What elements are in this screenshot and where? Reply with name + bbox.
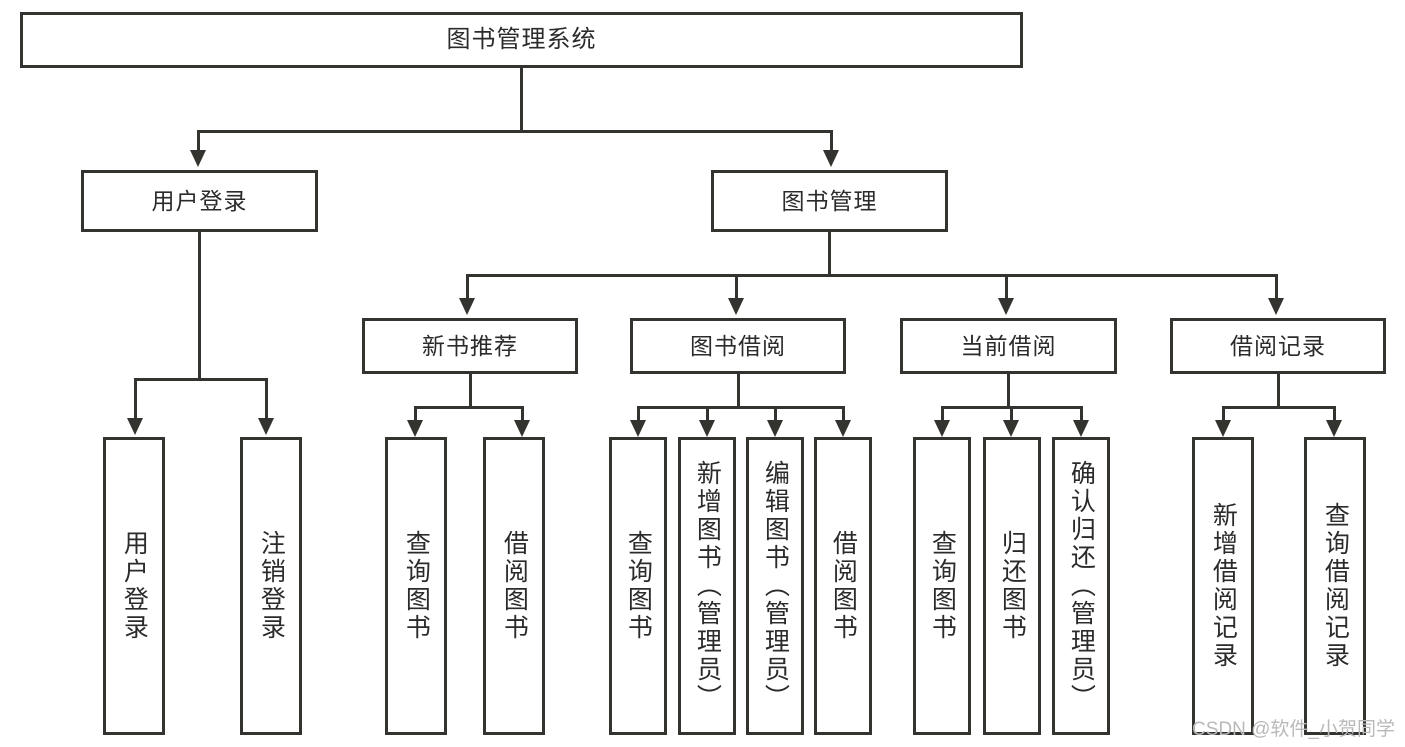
connector-new-book-bar: [414, 406, 524, 409]
connector-drop-leaf: [941, 406, 944, 422]
node-label: 借阅图书: [500, 530, 529, 642]
arrow-down-icon: [1215, 420, 1231, 437]
connector-book-borrow-stem: [737, 374, 740, 408]
arrow-down-icon: [998, 298, 1014, 315]
connector-drop-current-borrow: [1005, 274, 1008, 300]
connector-drop-user-login: [197, 130, 200, 152]
arrow-down-icon: [407, 420, 423, 437]
node-current-borrow[interactable]: 当前借阅: [900, 318, 1117, 374]
node-book-borrow[interactable]: 图书借阅: [630, 318, 846, 374]
node-label: 图书管理系统: [446, 26, 597, 54]
node-label: 查询图书: [928, 530, 957, 642]
connector-borrow-record-bar: [1222, 406, 1336, 409]
leaf-user-login[interactable]: 用户登录: [103, 437, 165, 735]
connector-drop-leaf: [842, 406, 845, 422]
arrow-down-icon: [699, 420, 715, 437]
leaf-borrow-book-recommend[interactable]: 借阅图书: [483, 437, 545, 735]
connector-borrow-record-stem: [1277, 374, 1280, 408]
node-label: 当前借阅: [960, 332, 1057, 359]
leaf-query-book-current[interactable]: 查询图书: [913, 437, 971, 735]
leaf-query-book-borrow[interactable]: 查询图书: [609, 437, 667, 735]
node-user-login[interactable]: 用户登录: [81, 170, 318, 232]
leaf-edit-book-admin[interactable]: 编辑图书（管理员）: [746, 437, 804, 735]
connector-user-login-bar: [134, 378, 268, 381]
arrow-down-icon: [258, 418, 274, 435]
node-label: 归还图书: [998, 530, 1027, 642]
node-label: 借阅记录: [1230, 332, 1326, 359]
connector-drop-leaf: [1222, 406, 1225, 422]
connector-drop-leaf: [1010, 406, 1013, 422]
connector-drop-new-book: [466, 274, 469, 300]
arrow-down-icon: [127, 418, 143, 435]
connector-drop-leaf: [414, 406, 417, 422]
node-label: 新增借阅记录: [1209, 502, 1238, 670]
node-label: 注销登录: [257, 530, 286, 642]
node-label: 图书借阅: [690, 332, 786, 359]
node-label: 查询图书: [624, 530, 653, 642]
arrow-down-icon: [514, 420, 530, 437]
node-label: 新增图书（管理员）: [693, 460, 722, 712]
connector-book-management-stem: [828, 232, 831, 274]
arrow-down-icon: [190, 150, 206, 167]
node-root-book-management-system[interactable]: 图书管理系统: [20, 12, 1023, 68]
arrow-down-icon: [630, 420, 646, 437]
node-label: 用户登录: [120, 530, 149, 642]
connector-user-login-stem: [198, 232, 201, 378]
connector-root-bar: [197, 130, 833, 133]
node-label: 编辑图书（管理员）: [761, 460, 790, 712]
connector-level3-bar: [466, 274, 1278, 277]
connector-drop-leaf: [1333, 406, 1336, 422]
node-label: 借阅图书: [829, 530, 858, 642]
connector-root-stem: [520, 68, 523, 130]
arrow-down-icon: [767, 420, 783, 437]
arrow-down-icon: [835, 420, 851, 437]
leaf-return-book[interactable]: 归还图书: [983, 437, 1041, 735]
arrow-down-icon: [459, 298, 475, 315]
connector-drop-leaf: [521, 406, 524, 422]
arrow-down-icon: [1073, 420, 1089, 437]
leaf-query-book-recommend[interactable]: 查询图书: [385, 437, 447, 735]
node-borrow-record[interactable]: 借阅记录: [1170, 318, 1386, 374]
leaf-logout[interactable]: 注销登录: [240, 437, 302, 735]
arrow-down-icon: [1003, 420, 1019, 437]
connector-drop-leaf: [706, 406, 709, 422]
node-book-management[interactable]: 图书管理: [711, 170, 948, 232]
connector-drop-leaf: [637, 406, 640, 422]
node-label: 查询借阅记录: [1321, 502, 1350, 670]
arrow-down-icon: [728, 298, 744, 315]
arrow-down-icon: [934, 420, 950, 437]
connector-drop-leaf: [774, 406, 777, 422]
node-label: 查询图书: [402, 530, 431, 642]
leaf-add-book-admin[interactable]: 新增图书（管理员）: [678, 437, 736, 735]
connector-drop-book-management: [830, 130, 833, 152]
node-label: 图书管理: [781, 187, 878, 214]
connector-drop-borrow-record: [1275, 274, 1278, 300]
arrow-down-icon: [1326, 420, 1342, 437]
connector-drop-leaf: [134, 378, 137, 420]
arrow-down-icon: [1268, 298, 1284, 315]
node-label: 确认归还（管理员）: [1067, 460, 1096, 712]
connector-current-borrow-stem: [1007, 374, 1010, 408]
connector-new-book-stem: [469, 374, 472, 408]
leaf-add-borrow-record[interactable]: 新增借阅记录: [1192, 437, 1254, 735]
leaf-confirm-return-admin[interactable]: 确认归还（管理员）: [1052, 437, 1110, 735]
node-label: 用户登录: [151, 187, 248, 214]
leaf-borrow-book[interactable]: 借阅图书: [814, 437, 872, 735]
node-label: 新书推荐: [422, 332, 518, 359]
connector-book-borrow-bar: [637, 406, 845, 409]
connector-drop-leaf: [265, 378, 268, 420]
watermark-text: CSDN @软件_小贺同学: [1192, 719, 1395, 740]
node-new-book-recommend[interactable]: 新书推荐: [362, 318, 578, 374]
arrow-down-icon: [823, 150, 839, 167]
connector-drop-book-borrow: [735, 274, 738, 300]
connector-drop-leaf: [1080, 406, 1083, 422]
leaf-query-borrow-record[interactable]: 查询借阅记录: [1304, 437, 1366, 735]
